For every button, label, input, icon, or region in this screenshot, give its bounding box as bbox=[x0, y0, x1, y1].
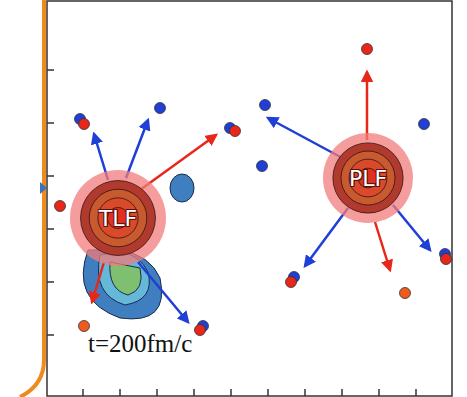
time-label: t=200fm/c bbox=[88, 330, 192, 358]
fragment-blob: PLF bbox=[323, 133, 413, 223]
orange-bracket bbox=[20, 0, 44, 397]
axis-ticks bbox=[47, 70, 416, 396]
fragment-blob: TLF bbox=[70, 170, 166, 266]
plot-frame bbox=[47, 1, 452, 396]
fragment-label: TLF bbox=[99, 206, 137, 231]
pointer-triangle bbox=[40, 182, 47, 194]
fragment-label: PLF bbox=[349, 166, 387, 191]
particle-dots bbox=[55, 44, 452, 336]
